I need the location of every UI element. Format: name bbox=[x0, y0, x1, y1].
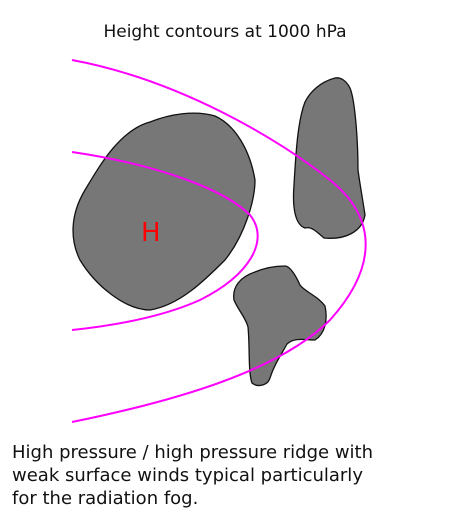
fog-area-large bbox=[72, 112, 256, 311]
caption-line-1: High pressure / high pressure ridge with bbox=[12, 442, 374, 463]
high-pressure-label: H bbox=[141, 218, 161, 248]
diagram-caption: High pressure / high pressure ridge with… bbox=[12, 441, 442, 510]
caption-line-2: weak surface winds typical particularly bbox=[12, 465, 363, 486]
height-contour-inner bbox=[71, 151, 259, 331]
height-contour-outer bbox=[71, 59, 367, 423]
diagram-title: Height contours at 1000 hPa bbox=[103, 22, 347, 42]
caption-line-3: for the radiation fog. bbox=[12, 488, 199, 509]
fog-area-upper-right bbox=[292, 77, 366, 239]
fog-area-lower-middle bbox=[233, 265, 327, 387]
